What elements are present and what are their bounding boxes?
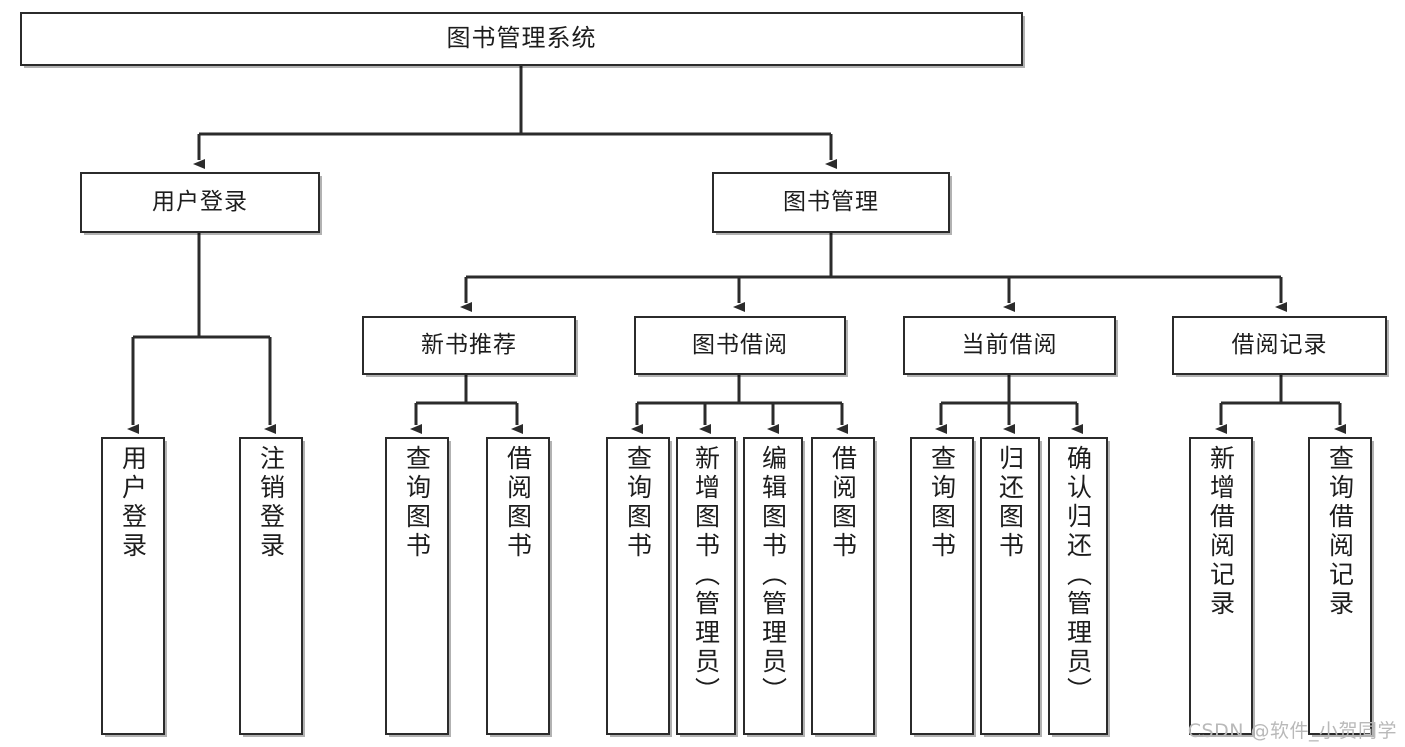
node-current-borrow[interactable]: 当前借阅 <box>903 316 1116 375</box>
node-book-borrow[interactable]: 图书借阅 <box>634 316 846 375</box>
node-label: 新增借阅记录 <box>1206 445 1236 619</box>
node-label: 查询图书 <box>927 445 957 561</box>
node-label: 查询借阅记录 <box>1325 445 1355 619</box>
node-label: 借阅图书 <box>828 445 858 561</box>
leaf-book-borrow-edit-book-admin[interactable]: 编辑图书（管理员） <box>743 437 803 735</box>
node-label: 新增图书（管理员） <box>691 445 721 706</box>
leaf-book-borrow-query-book[interactable]: 查询图书 <box>606 437 670 735</box>
node-label: 当前借阅 <box>961 332 1058 359</box>
node-root-book-management-system[interactable]: 图书管理系统 <box>20 12 1023 66</box>
node-label: 用户登录 <box>152 189 248 216</box>
node-label: 查询图书 <box>402 445 432 561</box>
leaf-borrow-record-query-record[interactable]: 查询借阅记录 <box>1308 437 1372 735</box>
node-label: 归还图书 <box>995 445 1025 561</box>
node-label: 借阅图书 <box>503 445 533 561</box>
node-label: 图书管理 <box>783 189 879 216</box>
leaf-new-book-query-book[interactable]: 查询图书 <box>385 437 449 735</box>
node-user-login[interactable]: 用户登录 <box>80 172 320 233</box>
node-label: 借阅记录 <box>1231 332 1328 359</box>
leaf-current-borrow-confirm-return-admin[interactable]: 确认归还（管理员） <box>1048 437 1108 735</box>
node-label: 查询图书 <box>623 445 653 561</box>
leaf-book-borrow-add-book-admin[interactable]: 新增图书（管理员） <box>676 437 736 735</box>
leaf-user-login-logout[interactable]: 注销登录 <box>239 437 303 735</box>
leaf-current-borrow-query-book[interactable]: 查询图书 <box>910 437 974 735</box>
leaf-current-borrow-return-book[interactable]: 归还图书 <box>980 437 1040 735</box>
node-label: 用户登录 <box>118 445 148 561</box>
node-new-book-recommend[interactable]: 新书推荐 <box>362 316 576 375</box>
node-label: 图书借阅 <box>692 332 788 359</box>
leaf-borrow-record-add-record[interactable]: 新增借阅记录 <box>1189 437 1253 735</box>
node-borrow-record[interactable]: 借阅记录 <box>1172 316 1387 375</box>
leaf-new-book-borrow-book[interactable]: 借阅图书 <box>486 437 550 735</box>
watermark-text: CSDN @软件_小贺同学 <box>1187 720 1397 742</box>
leaf-user-login-login[interactable]: 用户登录 <box>101 437 165 735</box>
node-book-management[interactable]: 图书管理 <box>712 172 950 233</box>
node-label: 确认归还（管理员） <box>1063 445 1093 706</box>
node-label: 图书管理系统 <box>446 24 597 53</box>
node-label: 编辑图书（管理员） <box>758 445 788 706</box>
node-label: 新书推荐 <box>421 332 517 359</box>
leaf-book-borrow-borrow-book[interactable]: 借阅图书 <box>811 437 875 735</box>
node-label: 注销登录 <box>256 445 286 561</box>
